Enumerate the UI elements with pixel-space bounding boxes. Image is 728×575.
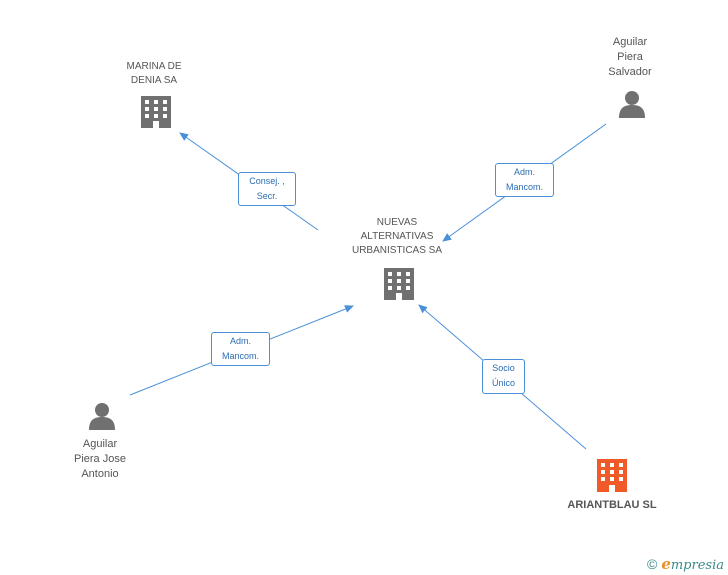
node-label-marina: MARINA DE DENIA SA (104, 60, 204, 88)
node-label-line: Salvador (608, 66, 652, 78)
edge-label-line: Secr. (256, 191, 278, 201)
building-icon (597, 459, 627, 492)
edge-label-line: Único (491, 378, 515, 388)
footer-credit: © empresia (647, 555, 724, 573)
node-label-line: Aguilar (82, 438, 118, 450)
edge-label-line: Adm. (513, 167, 535, 177)
edge-label-line: Socio (492, 363, 515, 373)
copyright-icon: © (646, 556, 658, 572)
node-label-nuevas: NUEVAS ALTERNATIVAS URBANISTICAS SA (337, 216, 457, 258)
node-label-salvador: Aguilar Piera Salvador (590, 35, 670, 80)
node-label-line: DENIA SA (130, 75, 178, 86)
edge-label-line: Consej. , (249, 176, 285, 186)
node-label-ariantblau: ARIANTBLAU SL (552, 498, 672, 513)
person-icon (89, 403, 115, 430)
brand-initial: e (661, 555, 671, 573)
edge-label-jose: Adm. Mancom. (211, 332, 270, 366)
node-label-line: Piera (617, 51, 643, 63)
node-label-line: ALTERNATIVAS (360, 231, 434, 242)
node-label-line: Antonio (81, 468, 119, 480)
node-label-jose: Aguilar Piera Jose Antonio (60, 437, 140, 482)
edge-label-line: Adm. (229, 336, 251, 346)
brand-text: mpresia (670, 558, 724, 573)
edge-label-marina: Consej. , Secr. (238, 172, 296, 206)
edge-label-line: Mancom. (221, 351, 259, 361)
edge-label-salvador: Adm. Mancom. (495, 163, 554, 197)
building-icon (141, 96, 171, 128)
node-label-line: ARIANTBLAU SL (567, 499, 657, 511)
person-icon (619, 91, 645, 118)
brand-logo[interactable]: empresia (661, 555, 724, 573)
node-label-line: MARINA DE (126, 61, 182, 72)
edge-label-line: Mancom. (505, 182, 543, 192)
node-label-line: NUEVAS (376, 217, 418, 228)
node-label-line: URBANISTICAS SA (351, 245, 443, 256)
edge-label-ariantblau: Socio Único (482, 359, 525, 394)
building-icon (384, 268, 414, 300)
node-label-line: Aguilar (612, 36, 648, 48)
node-label-line: Piera Jose (74, 453, 126, 465)
